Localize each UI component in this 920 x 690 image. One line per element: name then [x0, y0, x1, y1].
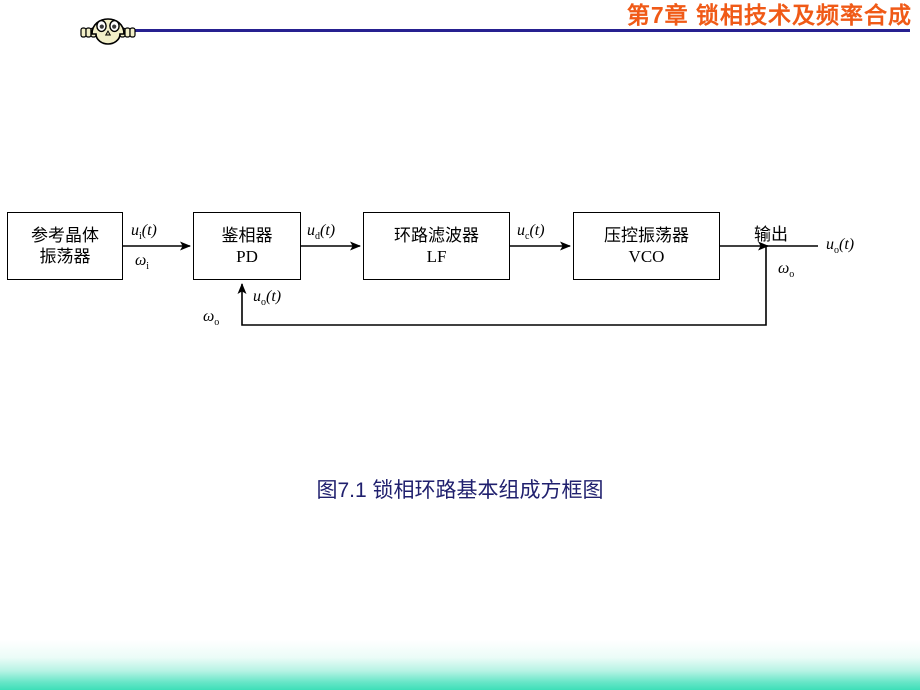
block-label-en: LF [426, 247, 447, 266]
block-label-en: VCO [628, 247, 665, 266]
header-rule [108, 29, 910, 32]
signal-label-ud: ud(t) [307, 222, 336, 243]
signal-label-omega-i: ωi [135, 252, 150, 273]
block-label-cn-line1: 压控振荡器 [604, 226, 689, 245]
signal-label-uo: uo(t) [826, 236, 855, 257]
block-label-cn-line1: 鉴相器 [221, 226, 273, 245]
signal-label-output: 输出 [754, 225, 788, 244]
feedback-label-omega-o: ωo [203, 308, 220, 329]
feedback-label-uo: uo(t) [253, 288, 282, 309]
block-vco: 压控振荡器 VCO [573, 212, 720, 280]
block-label-cn-line1: 环路滤波器 [394, 226, 479, 245]
block-phase-detector: 鉴相器 PD [193, 212, 301, 280]
ghost-mascot-icon [80, 18, 136, 45]
figure-caption: 图7.1 锁相环路基本组成方框图 [316, 479, 604, 502]
block-reference-oscillator: 参考晶体 振荡器 [7, 212, 123, 280]
slide-header: 第7章 锁相技术及频率合成 [0, 0, 920, 48]
signal-label-ui: ui(t) [131, 222, 157, 243]
signal-label-omega-o: ωo [778, 260, 795, 281]
block-label-cn-line1: 参考晶体 [31, 226, 99, 245]
slide-footer-decoration [0, 640, 920, 690]
block-loop-filter: 环路滤波器 LF [363, 212, 510, 280]
block-label-en: PD [236, 247, 258, 266]
page-title: 第7章 锁相技术及频率合成 [626, 2, 912, 28]
signal-label-uc: uc(t) [517, 222, 545, 243]
block-label-cn-line2: 振荡器 [39, 247, 91, 266]
